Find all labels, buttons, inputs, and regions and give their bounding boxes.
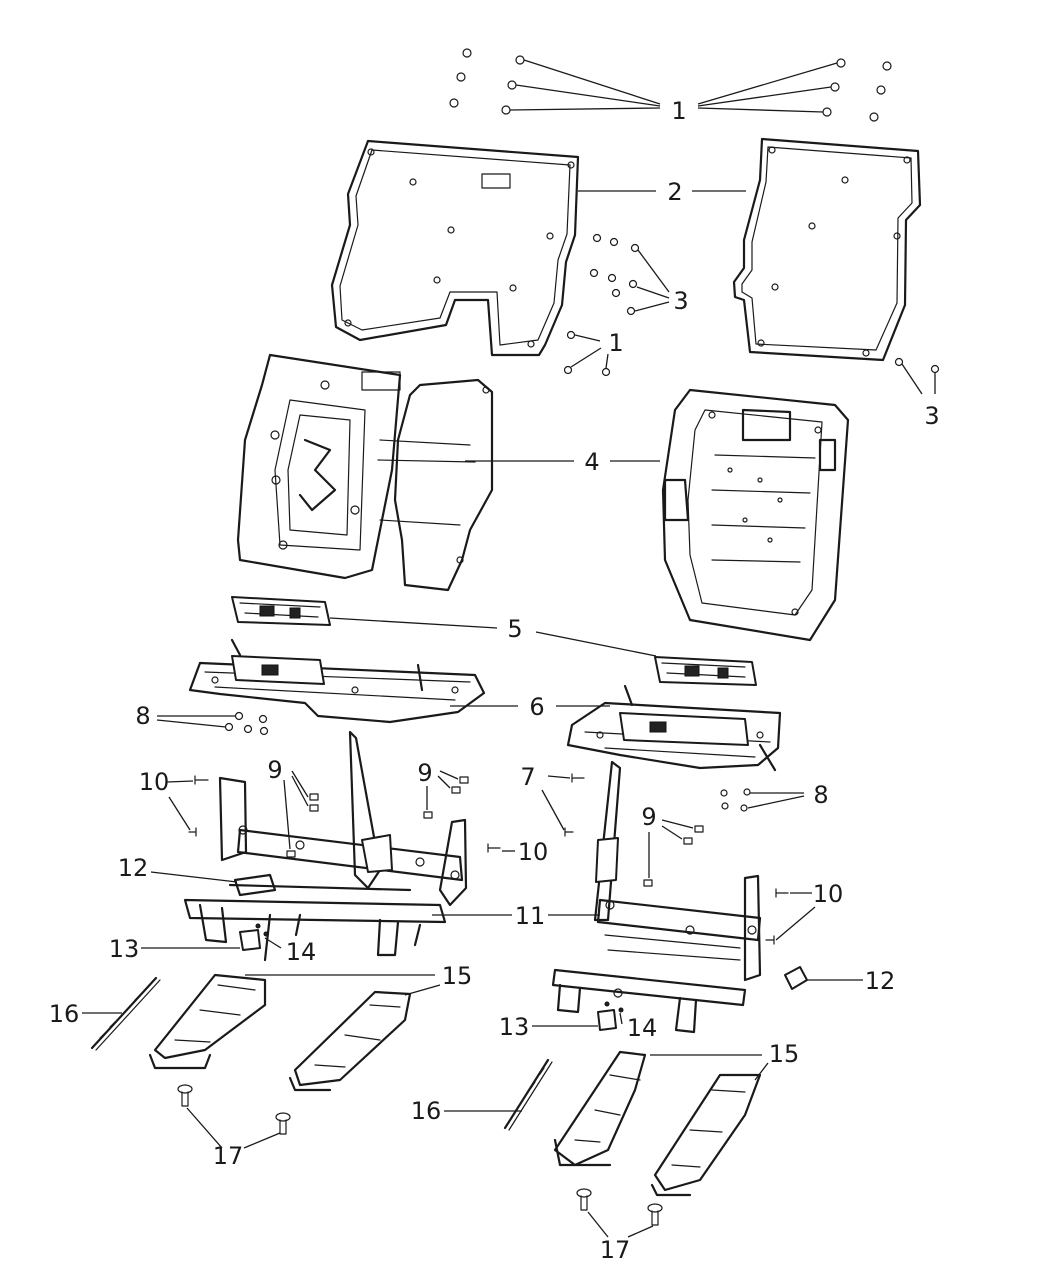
part-14-screw-left — [255, 923, 269, 937]
part-2-back-panel-left — [330, 139, 580, 357]
callout-17-left: 17 — [213, 1142, 244, 1170]
leaders-15 — [245, 974, 769, 1081]
leaders-17 — [186, 1107, 654, 1238]
leaders-5 — [329, 617, 657, 657]
part-5-actuator-right — [654, 656, 757, 686]
part-11-riser-right — [551, 760, 762, 1034]
callout-12-right: 12 — [865, 967, 896, 995]
callout-10-left: 10 — [139, 768, 170, 796]
part-16-rod-left — [90, 976, 161, 1051]
leaders-13-14 — [141, 937, 623, 1027]
callout-9-right: 9 — [641, 803, 656, 831]
part-17-bolts — [177, 1084, 663, 1226]
callout-3-right: 3 — [924, 402, 939, 430]
callout-16-right: 16 — [411, 1097, 442, 1125]
part-1-nuts-middle — [563, 330, 611, 377]
part-2-back-panel-right — [732, 137, 922, 362]
callout-8-left: 8 — [135, 702, 150, 730]
callout-17-right: 17 — [600, 1236, 631, 1264]
part-4-back-frame-right — [661, 388, 850, 642]
callout-9-center: 9 — [417, 759, 432, 787]
part-10-bolts — [188, 775, 789, 945]
part-11-riser-left — [183, 730, 468, 962]
callout-14-left: 14 — [286, 938, 317, 966]
part-16-rod-right — [503, 1058, 553, 1131]
leaders-16 — [82, 1012, 522, 1112]
callout-labels: 1 1 2 3 3 4 5 6 7 8 8 9 9 9 10 10 10 11 … — [49, 97, 940, 1264]
callout-2: 2 — [667, 178, 682, 206]
callout-1-middle: 1 — [608, 329, 623, 357]
callout-9-left: 9 — [267, 756, 282, 784]
callout-3-middle: 3 — [673, 287, 688, 315]
part-12-handle-left — [233, 873, 277, 897]
part-13-latch-right — [597, 1009, 617, 1031]
part-12-handle-right — [784, 966, 808, 990]
part-4-back-frame-left — [236, 353, 494, 592]
leaders-fasteners — [156, 715, 816, 941]
part-15-track-left-a — [148, 973, 267, 1070]
callout-6: 6 — [529, 693, 544, 721]
callout-13-left: 13 — [109, 935, 140, 963]
part-5-actuator-left — [231, 596, 331, 626]
part-15-track-right-a — [553, 1050, 647, 1167]
leaders-12 — [150, 871, 863, 981]
callout-14-right: 14 — [627, 1014, 658, 1042]
callout-8-right: 8 — [813, 781, 828, 809]
callout-16-left: 16 — [49, 1000, 80, 1028]
part-13-latch-left — [239, 929, 261, 951]
part-7-bolts — [564, 773, 585, 837]
part-6-cushion-pan-right — [566, 684, 782, 772]
callout-1-top: 1 — [671, 97, 686, 125]
callout-10-right: 10 — [813, 880, 844, 908]
callout-10-center: 10 — [518, 838, 549, 866]
part-15-track-left-b — [288, 990, 412, 1092]
part-6-cushion-pan-left — [188, 638, 486, 724]
callout-13-right: 13 — [499, 1013, 530, 1041]
part-15-track-right-b — [650, 1073, 762, 1197]
leaders-1-top — [509, 59, 838, 113]
part-14-screw-right — [604, 1001, 624, 1013]
callout-7: 7 — [520, 763, 535, 791]
callout-15-left: 15 — [442, 962, 473, 990]
callout-15-right: 15 — [769, 1040, 800, 1068]
callout-12-left: 12 — [118, 854, 149, 882]
part-9-clips — [286, 776, 704, 887]
callout-4: 4 — [584, 448, 599, 476]
leaders-3-1-mid — [570, 249, 936, 395]
callout-5: 5 — [507, 615, 522, 643]
part-3-nuts — [589, 233, 940, 374]
callout-11: 11 — [515, 902, 546, 930]
